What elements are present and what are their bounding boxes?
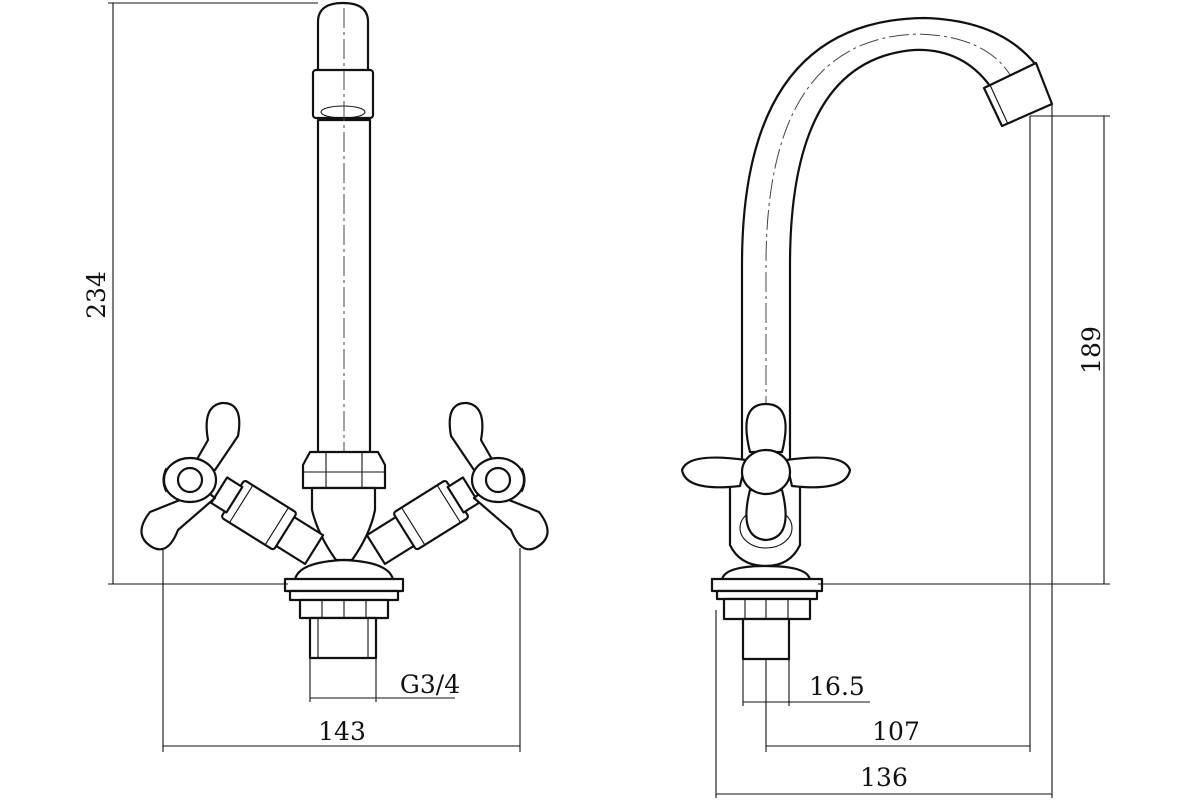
dim-189-label: 189 — [1077, 326, 1106, 374]
dim-g34: G3/4 — [309, 658, 460, 702]
faucet-side-view: 189 16.5 107 136 — [680, 16, 1110, 798]
front-base-plate — [283, 577, 405, 593]
dim-16-5: 16.5 — [742, 659, 870, 706]
dim-136: 136 — [715, 104, 1053, 798]
front-spout-nut — [301, 450, 387, 490]
front-spout-tip — [316, 1, 370, 74]
dim-234-label: 234 — [82, 271, 111, 319]
side-base-plate — [710, 577, 824, 593]
front-aerator-opening — [320, 105, 366, 119]
dim-143: 143 — [162, 548, 521, 752]
side-cross-handle — [680, 402, 852, 542]
side-base-nut — [722, 597, 812, 621]
dim-g34-label: G3/4 — [400, 670, 460, 699]
faucet-front-view: 234 G3/4 143 — [82, 1, 549, 752]
front-base-dome — [293, 558, 395, 582]
front-right-valve — [365, 476, 480, 566]
dim-143-label: 143 — [318, 717, 366, 746]
dim-107: 107 — [765, 116, 1031, 752]
front-left-valve — [210, 476, 325, 566]
side-base-dome — [720, 564, 812, 582]
dim-189: 189 — [818, 115, 1110, 585]
dim-16-5-label: 16.5 — [809, 672, 865, 701]
front-right-handle — [448, 401, 549, 551]
dim-107-label: 107 — [872, 717, 920, 746]
front-inlet-thread — [308, 616, 378, 660]
front-left-handle — [140, 401, 241, 551]
side-inlet-tube — [741, 617, 791, 661]
dim-234: 234 — [82, 2, 318, 585]
dim-136-label: 136 — [860, 763, 908, 792]
front-body — [310, 486, 377, 562]
